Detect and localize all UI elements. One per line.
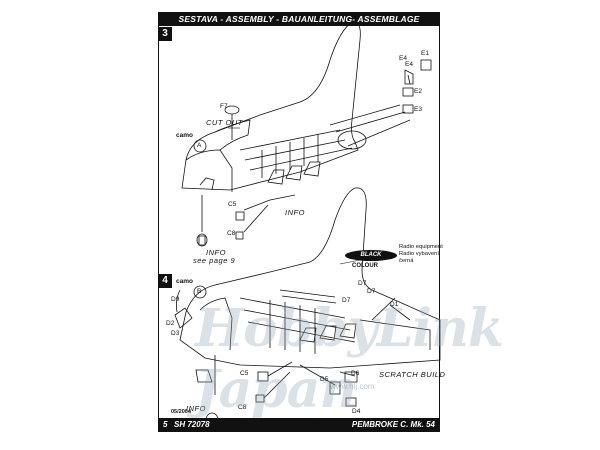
black-colour-swatch: BLACK bbox=[345, 250, 397, 261]
step3-camo-label: camo bbox=[176, 132, 193, 139]
part-d2: D2 bbox=[166, 320, 175, 327]
step4-camo-label: camo bbox=[176, 278, 193, 285]
model-name: PEMBROKE C. Mk. 54 bbox=[351, 420, 435, 429]
part-e1: E1 bbox=[421, 50, 429, 57]
part-e2: E2 bbox=[414, 88, 422, 95]
step-4-badge: 4 bbox=[158, 274, 172, 288]
colour-caption: COLOUR bbox=[352, 263, 378, 269]
page-number: 5 bbox=[163, 420, 168, 429]
part-c8-step4: C8 bbox=[238, 404, 247, 411]
part-e4b: E4 bbox=[405, 61, 413, 68]
footer-bar: 5 SH 72078 PEMBROKE C. Mk. 54 bbox=[158, 418, 440, 431]
part-c8: C8 bbox=[227, 230, 236, 237]
part-d7c: D7 bbox=[342, 297, 351, 304]
radio-line-1: Radio equipment bbox=[399, 244, 443, 250]
wheel-info-note: INFO bbox=[206, 248, 226, 257]
step4-camo-letter: B bbox=[197, 288, 202, 295]
instruction-sheet bbox=[158, 12, 440, 432]
part-d3: D3 bbox=[171, 330, 180, 337]
radio-line-2: Radio vybavení bbox=[399, 251, 439, 257]
part-f7: F7 bbox=[220, 103, 228, 110]
step-3-badge: 3 bbox=[158, 27, 172, 41]
part-d5: D5 bbox=[320, 376, 329, 383]
scratch-build-note: SCRATCH BUILD bbox=[379, 370, 446, 379]
print-date: 05/2004 bbox=[171, 409, 191, 415]
cut-out-note: CUT OUT bbox=[206, 118, 243, 127]
hobbylink-watermark: HobbyLink Japan bbox=[195, 298, 504, 420]
radio-line-3: černá bbox=[399, 258, 414, 264]
part-e4a: E4 bbox=[399, 55, 407, 62]
part-d6: D6 bbox=[351, 370, 360, 377]
part-d7a: D7 bbox=[358, 280, 367, 287]
part-d7b: D7 bbox=[367, 288, 376, 295]
step3-fuselage-drawing bbox=[181, 21, 432, 247]
step3-camo-letter: A bbox=[197, 142, 202, 149]
assembly-header: SESTAVA - ASSEMBLY - BAUANLEITUNG- ASSEM… bbox=[158, 12, 440, 26]
part-c5-step4: C5 bbox=[240, 370, 249, 377]
part-c5: C5 bbox=[228, 201, 237, 208]
part-e3: E3 bbox=[414, 106, 422, 113]
see-page-note: see page 9 bbox=[193, 256, 236, 265]
step4-info-note: INFO bbox=[186, 404, 206, 413]
part-d9: D9 bbox=[171, 296, 180, 303]
step3-info-note: INFO bbox=[285, 208, 305, 217]
step4-fuselage-drawing bbox=[174, 187, 441, 428]
part-d1: D1 bbox=[390, 301, 399, 308]
watermark-url: www.hlj.com bbox=[330, 382, 375, 391]
kit-code: SH 72078 bbox=[174, 420, 210, 429]
part-d4: D4 bbox=[352, 408, 361, 415]
